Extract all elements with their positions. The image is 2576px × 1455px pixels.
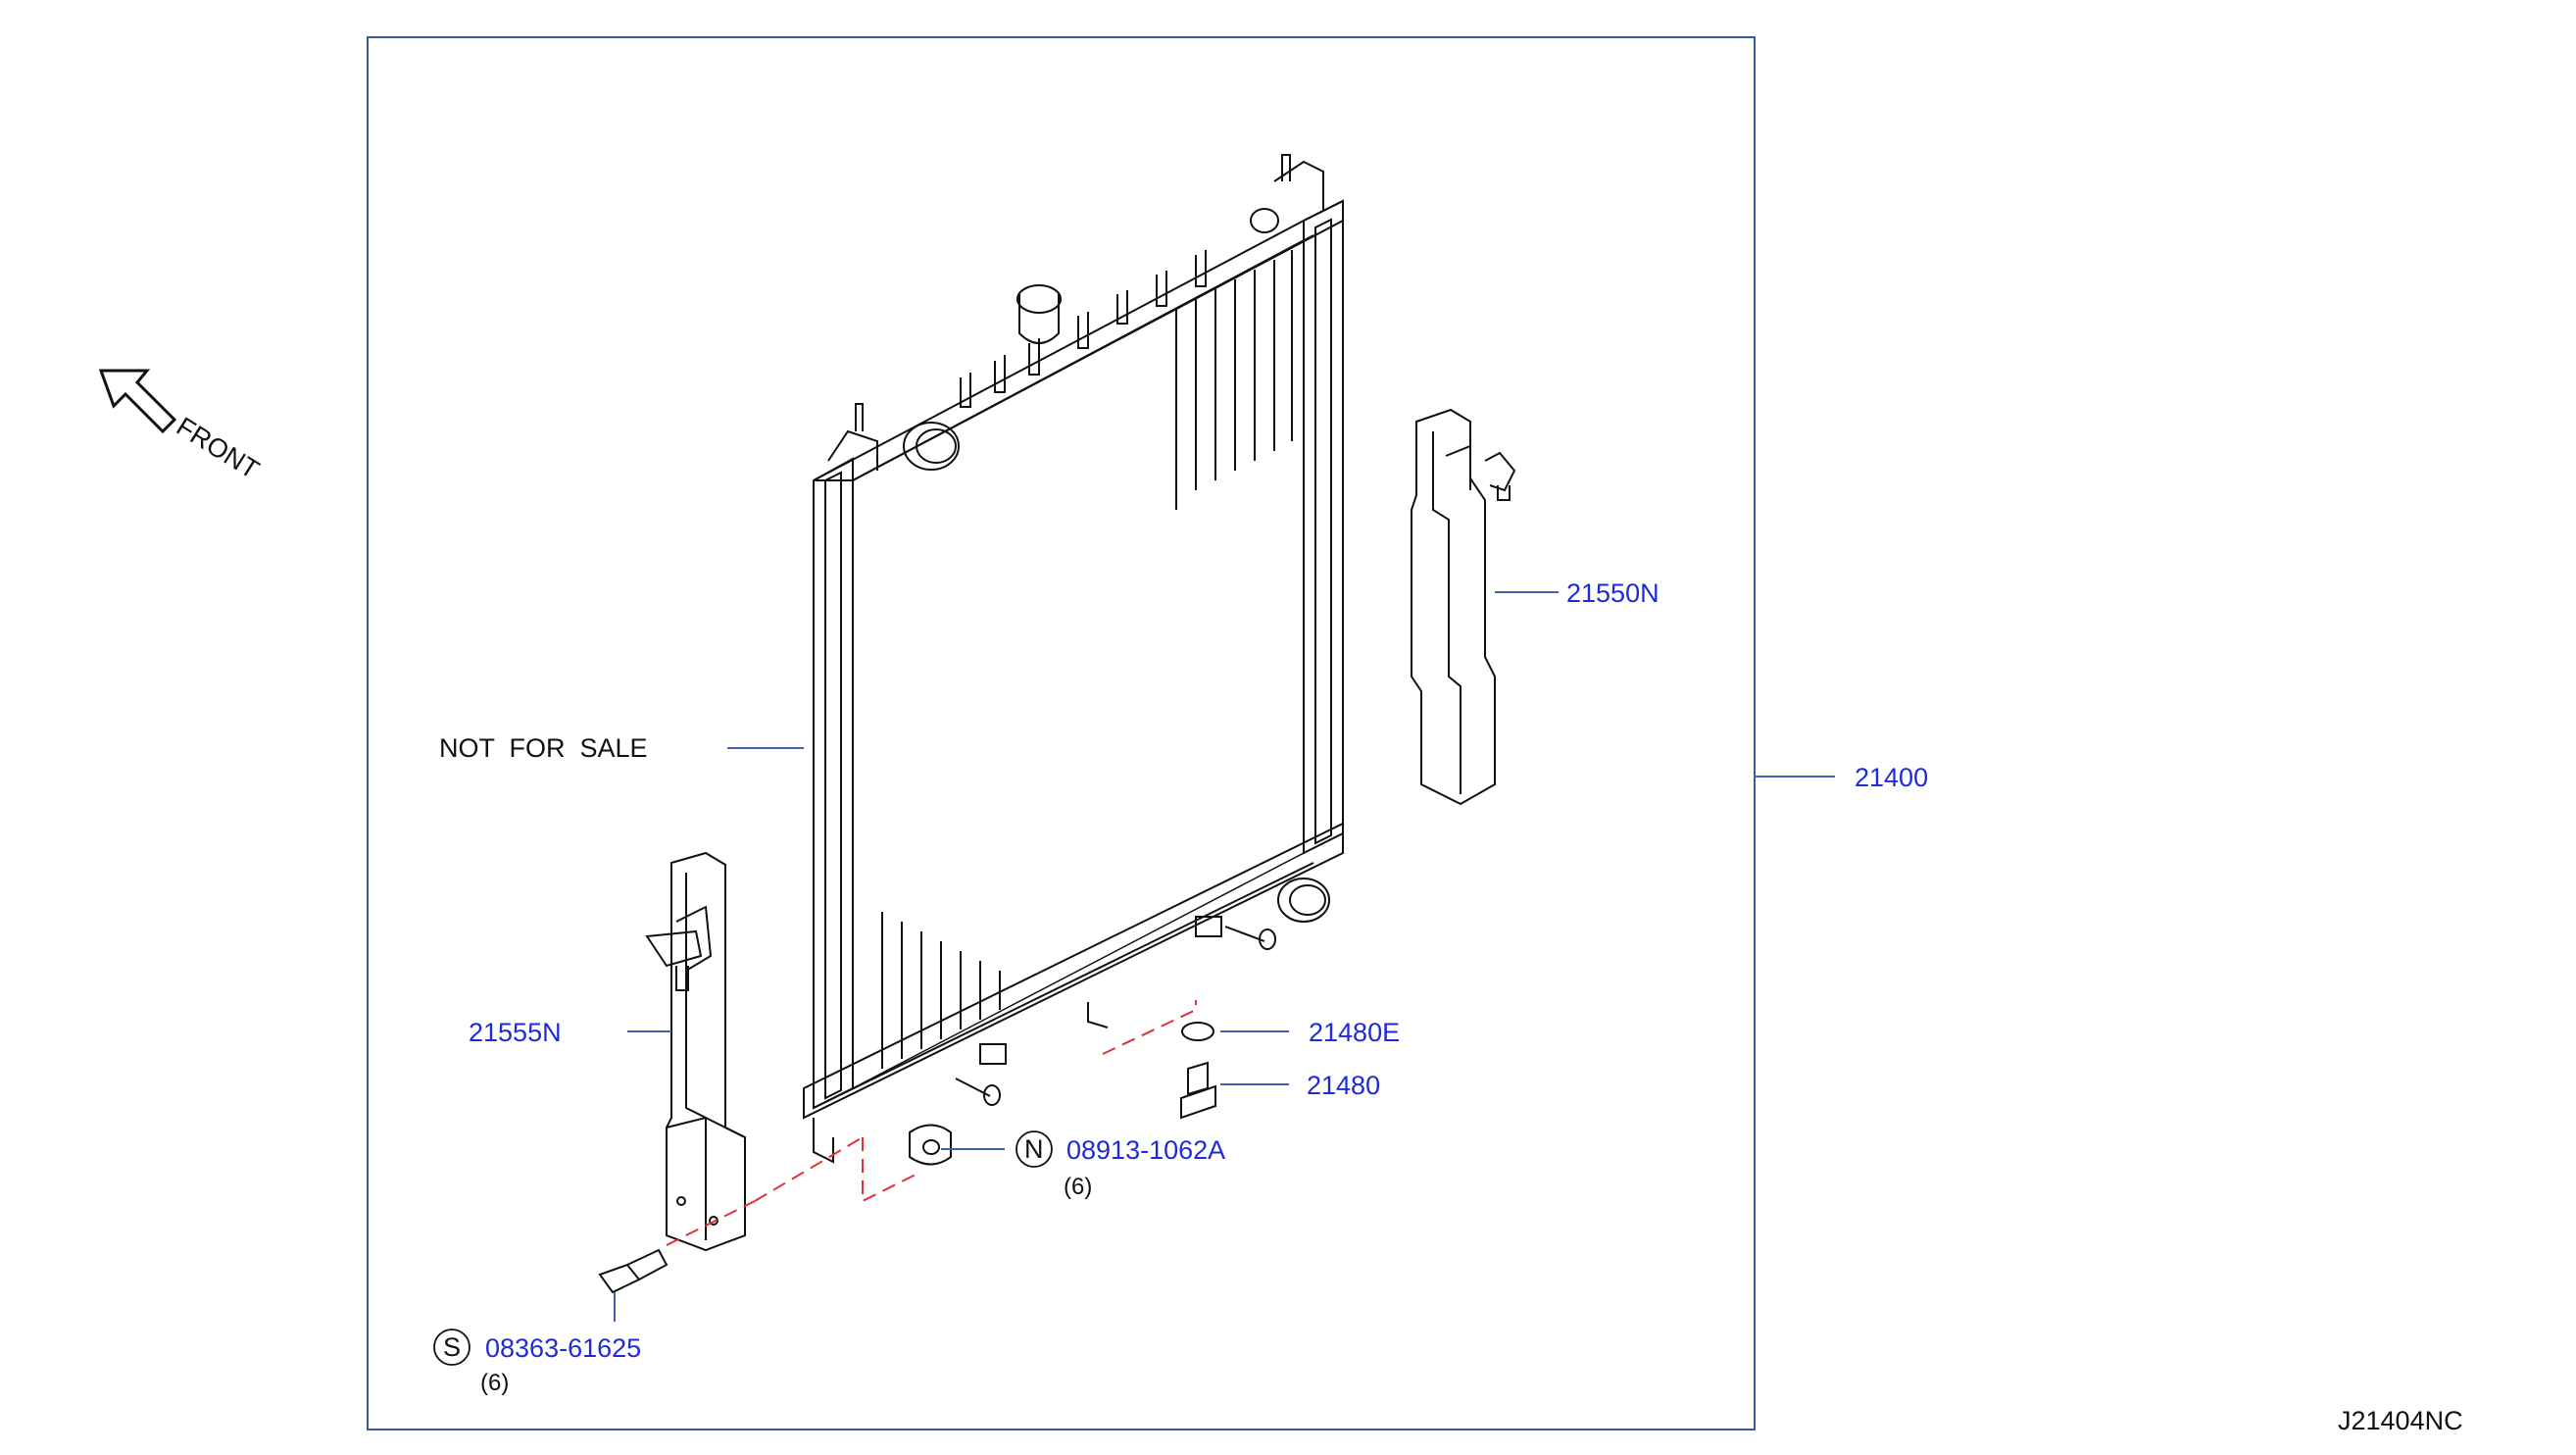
part-21480[interactable]: 21480 xyxy=(1307,1071,1380,1100)
symbol-n: N xyxy=(1024,1134,1044,1164)
washer-drawing xyxy=(1181,1022,1214,1041)
not-for-sale-label: NOT FOR SALE xyxy=(439,733,648,763)
assembly-frame xyxy=(367,36,1756,1430)
part-21400[interactable]: 21400 xyxy=(1855,763,1928,792)
radiator-drawing xyxy=(803,154,1344,1166)
air-guide-right-drawing xyxy=(1411,408,1516,806)
alignment-dashes xyxy=(666,1000,1197,1246)
callout-leaders xyxy=(614,591,1835,1322)
front-arrow-icon xyxy=(98,369,177,434)
diagram-code: J21404NC xyxy=(2338,1406,2463,1435)
part-21550N[interactable]: 21550N xyxy=(1566,578,1660,608)
qty-08913: (6) xyxy=(1064,1174,1092,1200)
symbol-s: S xyxy=(443,1332,461,1362)
part-21555N[interactable]: 21555N xyxy=(469,1018,562,1047)
part-08363-61625[interactable]: 08363-61625 xyxy=(485,1333,641,1363)
bolt-08363-drawing xyxy=(598,1248,669,1294)
symbol-s-circle xyxy=(433,1329,471,1366)
air-guide-left-drawing xyxy=(645,851,746,1252)
symbol-n-circle xyxy=(1016,1130,1053,1168)
part-21480E[interactable]: 21480E xyxy=(1309,1018,1400,1047)
part-08913-1062A[interactable]: 08913-1062A xyxy=(1066,1135,1225,1165)
qty-08363: (6) xyxy=(480,1370,509,1396)
front-label: FRONT xyxy=(172,412,265,485)
bolt-21480-drawing xyxy=(1180,1061,1216,1120)
